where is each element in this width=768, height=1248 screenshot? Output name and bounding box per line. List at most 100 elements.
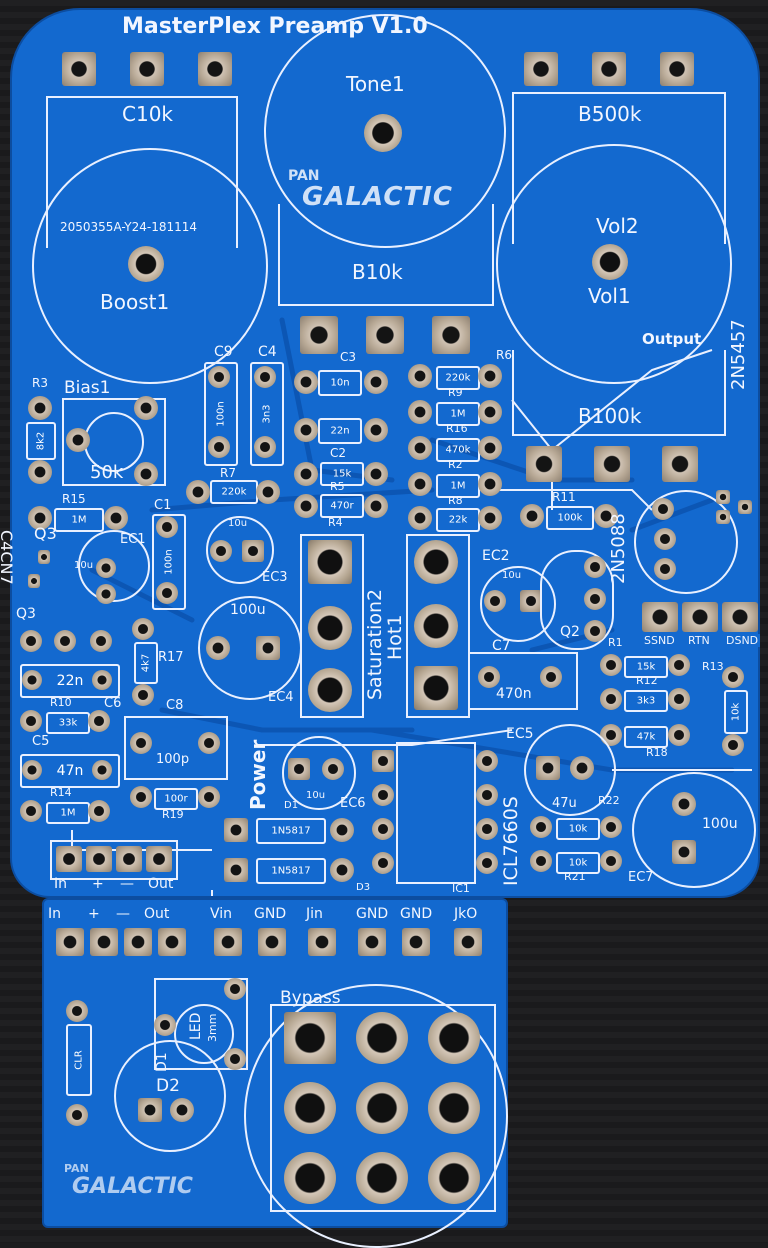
label-r17: R17 xyxy=(158,650,184,665)
label-r12: R12 xyxy=(636,674,658,687)
pad-ssnd[interactable] xyxy=(642,602,678,632)
label-c1: C1 xyxy=(154,498,172,513)
resistor-r8: 22k xyxy=(436,508,480,532)
pad xyxy=(330,818,354,842)
pad xyxy=(130,732,152,754)
sub-label-jko: JkO xyxy=(454,906,478,922)
pad xyxy=(224,1048,246,1070)
pad xyxy=(186,480,210,504)
bypass-lug[interactable] xyxy=(284,1082,336,1134)
label-ec4: EC4 xyxy=(268,690,294,705)
pad xyxy=(308,606,352,650)
pad xyxy=(584,620,606,642)
pad xyxy=(206,636,230,660)
pad xyxy=(130,52,164,86)
bypass-lug[interactable] xyxy=(284,1012,336,1064)
bypass-lug[interactable] xyxy=(428,1152,480,1204)
bypass-lug[interactable] xyxy=(356,1082,408,1134)
main-connector-outline xyxy=(50,840,178,880)
pad xyxy=(322,758,344,780)
gnd-pad-1[interactable] xyxy=(258,928,286,956)
pad xyxy=(256,480,280,504)
pot-outline-b10k xyxy=(278,204,494,306)
pad xyxy=(294,370,318,394)
pad xyxy=(478,666,500,688)
label-q2: Q2 xyxy=(560,624,580,640)
pad xyxy=(364,370,388,394)
pad xyxy=(308,540,352,584)
label-r14: R14 xyxy=(50,786,72,799)
pad xyxy=(372,750,394,772)
label-tone: Tone1 xyxy=(346,72,405,96)
label-vol2: Vol2 xyxy=(596,214,639,238)
gnd-pad-3[interactable] xyxy=(402,928,430,956)
label-b10k: B10k xyxy=(352,260,403,284)
bypass-lug[interactable] xyxy=(356,1152,408,1204)
gnd-pad-2[interactable] xyxy=(358,928,386,956)
transistor-outline-jfet xyxy=(634,490,738,594)
label-b500k: B500k xyxy=(578,102,642,126)
main-connector-label-in: In xyxy=(54,876,68,892)
sub-connector-minus-pad[interactable] xyxy=(124,928,152,956)
pad xyxy=(600,816,622,838)
pad xyxy=(478,506,502,530)
pot-outline-b100k xyxy=(512,350,726,436)
pad xyxy=(66,428,90,452)
pad xyxy=(20,630,42,652)
pad xyxy=(600,850,622,872)
pad xyxy=(654,528,676,550)
pad xyxy=(536,756,560,780)
main-connector-minus-pad[interactable] xyxy=(116,846,142,872)
jko-pad[interactable] xyxy=(454,928,482,956)
pad-rtn[interactable] xyxy=(682,602,718,632)
label-ec1: EC1 xyxy=(120,532,146,547)
pad xyxy=(254,436,276,458)
pad xyxy=(738,500,752,514)
label-ec1-val: 10u xyxy=(74,560,94,571)
pad xyxy=(372,852,394,874)
main-pcb: MasterPlex Preamp V1.0 C10k 2050355A-Y24… xyxy=(0,8,761,898)
main-connector-in-pad[interactable] xyxy=(56,846,82,872)
label-d1-sub: D1 xyxy=(154,1052,170,1072)
label-rtn: RTN xyxy=(686,634,712,647)
bypass-lug[interactable] xyxy=(428,1012,480,1064)
pad xyxy=(96,584,116,604)
label-r3: R3 xyxy=(32,376,48,390)
bypass-lug[interactable] xyxy=(428,1082,480,1134)
resistor-r14: 1M xyxy=(46,802,90,824)
label-ec6-val: 10u xyxy=(306,790,326,801)
sub-connector-in-pad[interactable] xyxy=(56,928,84,956)
sub-label-vin: Vin xyxy=(210,906,233,922)
label-ssnd: SSND xyxy=(642,634,677,647)
pad xyxy=(414,540,458,584)
label-bias: Bias1 xyxy=(64,378,111,398)
vin-pad[interactable] xyxy=(214,928,242,956)
pad xyxy=(130,786,152,808)
pad xyxy=(198,732,220,754)
label-c8: C8 xyxy=(166,698,184,713)
main-connector-plus-pad[interactable] xyxy=(86,846,112,872)
pot-outline-saturation xyxy=(300,534,364,718)
pad xyxy=(28,460,52,484)
bypass-lug[interactable] xyxy=(356,1012,408,1064)
jin-pad[interactable] xyxy=(308,928,336,956)
cap-22n-lower: 22n xyxy=(20,664,120,698)
bypass-lug[interactable] xyxy=(284,1152,336,1204)
sub-connector-out-pad[interactable] xyxy=(158,928,186,956)
pad xyxy=(224,978,246,1000)
pad xyxy=(134,462,158,486)
pad-dsnd[interactable] xyxy=(722,602,758,632)
label-r15: R15 xyxy=(62,492,86,506)
sub-connector-plus-pad[interactable] xyxy=(90,928,118,956)
diode-d1: 1N5817 xyxy=(256,818,326,844)
pad xyxy=(104,506,128,530)
pad xyxy=(256,636,280,660)
label-c2: C2 xyxy=(330,446,347,460)
logo-bottom: GALACTIC xyxy=(302,182,453,212)
pad xyxy=(372,784,394,806)
pad xyxy=(478,364,502,388)
cap-outline-ec7 xyxy=(632,772,756,888)
pad xyxy=(484,590,506,612)
diode-outline xyxy=(114,1040,226,1152)
main-connector-out-pad[interactable] xyxy=(146,846,172,872)
